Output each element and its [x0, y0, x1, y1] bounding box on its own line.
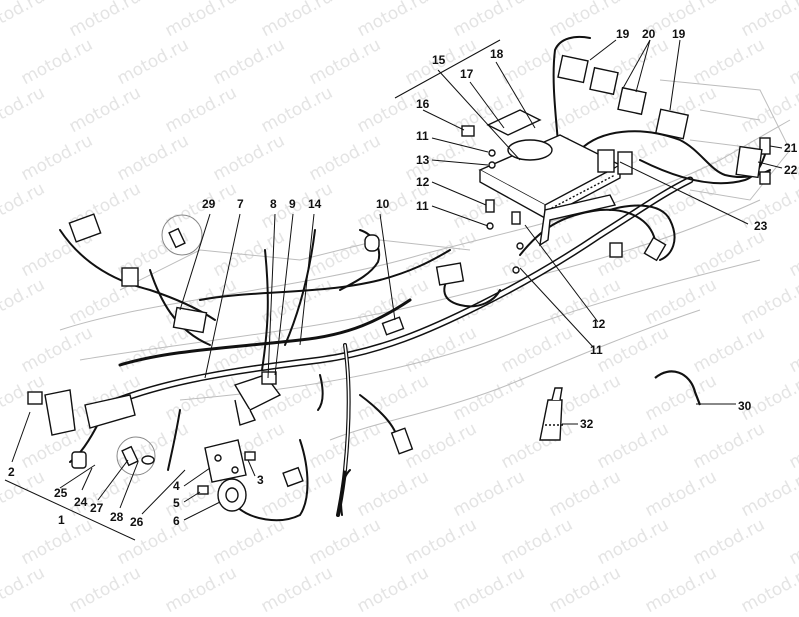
callout-29: 29: [202, 197, 216, 211]
leader-lines: [4, 39, 783, 541]
callout-17: 17: [460, 67, 474, 81]
callout-11-mid: 11: [416, 199, 429, 213]
callout-20: 20: [642, 27, 656, 41]
callout-28: 28: [110, 510, 124, 524]
callout-18: 18: [490, 47, 504, 61]
callout-15: 15: [432, 53, 446, 67]
callout-16: 16: [416, 97, 430, 111]
callout-3: 3: [257, 473, 264, 487]
callout-24: 24: [74, 495, 88, 509]
components: [27, 54, 771, 512]
callout-14: 14: [308, 197, 322, 211]
callout-23: 23: [754, 219, 768, 233]
callout-19-right: 19: [672, 27, 686, 41]
callout-26: 26: [130, 515, 144, 529]
callout-25: 25: [54, 486, 68, 500]
callout-4: 4: [173, 479, 180, 493]
callout-12-bottom: 12: [592, 317, 606, 331]
callout-7: 7: [237, 197, 244, 211]
callout-labels: 1 2 3 4 5 6 7 8 9 10 11 11 11 12 12 13 1…: [8, 27, 798, 529]
callout-12-top: 12: [416, 175, 430, 189]
callout-2: 2: [8, 465, 15, 479]
callout-22: 22: [784, 163, 798, 177]
callout-27: 27: [90, 501, 104, 515]
callout-9: 9: [289, 197, 296, 211]
callout-6: 6: [173, 514, 180, 528]
callout-1: 1: [58, 513, 65, 527]
main-harness: [59, 35, 771, 522]
callout-19-left: 19: [616, 27, 630, 41]
callout-32: 32: [580, 417, 594, 431]
callout-21: 21: [784, 141, 798, 155]
callout-30: 30: [738, 399, 752, 413]
callout-13: 13: [416, 153, 430, 167]
frame-background: [59, 79, 791, 441]
callout-11-bottom: 11: [590, 343, 603, 357]
callout-10: 10: [376, 197, 390, 211]
callout-11-top: 11: [416, 129, 429, 143]
wiring-harness-diagram: 1 2 3 4 5 6 7 8 9 10 11 11 11 12 12 13 1…: [4, 27, 798, 541]
callout-8: 8: [270, 197, 277, 211]
detail-circles: [116, 214, 203, 476]
callout-5: 5: [173, 496, 180, 510]
